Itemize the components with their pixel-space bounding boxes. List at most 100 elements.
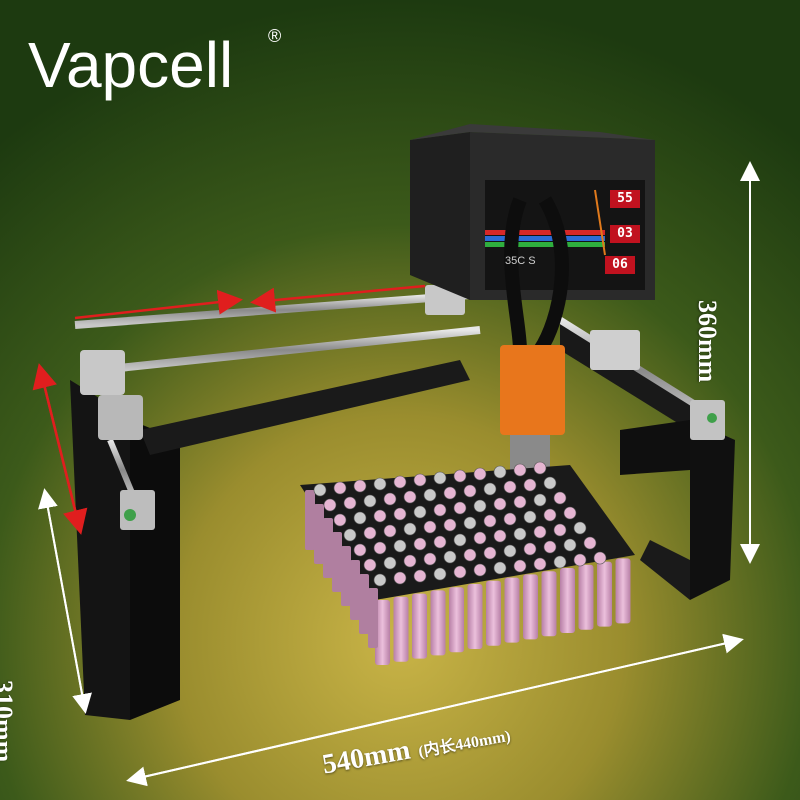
battery-pack xyxy=(300,461,635,665)
battery-cell xyxy=(368,588,378,648)
cell-top xyxy=(373,573,387,587)
cell-top xyxy=(473,467,487,481)
logo-text: Vapcell xyxy=(28,29,233,101)
battery-cell xyxy=(359,574,369,634)
cell-top xyxy=(513,495,527,509)
cell-top xyxy=(393,507,407,521)
cell-top xyxy=(343,496,357,510)
cell-top xyxy=(513,559,527,573)
battery-cell xyxy=(597,561,612,627)
cell-top xyxy=(543,540,557,554)
cell-top xyxy=(383,556,397,570)
dimension-arrows xyxy=(32,161,760,787)
cell-top xyxy=(553,523,567,537)
battery-cell xyxy=(323,518,333,578)
cell-top xyxy=(433,471,447,485)
cell-top xyxy=(463,548,477,562)
cell-top xyxy=(473,499,487,513)
cell-top xyxy=(493,465,507,479)
cell-top xyxy=(563,538,577,552)
cell-top xyxy=(393,475,407,489)
cell-top xyxy=(373,477,387,491)
cell-top xyxy=(373,541,387,555)
cell-top xyxy=(573,553,587,567)
display-readout-1: 55 xyxy=(610,190,640,208)
battery-cell xyxy=(523,574,538,640)
red-arrow-up xyxy=(32,363,82,531)
battery-cell xyxy=(412,593,427,659)
cell-top xyxy=(393,571,407,585)
cell-top xyxy=(533,461,547,475)
cell-top xyxy=(523,542,537,556)
battery-cell xyxy=(449,587,464,653)
cell-top xyxy=(363,558,377,572)
cell-top xyxy=(553,555,567,569)
battery-cell xyxy=(375,600,390,665)
cell-top xyxy=(383,492,397,506)
cell-top xyxy=(433,535,447,549)
cell-top xyxy=(443,518,457,532)
cell-top xyxy=(563,506,577,520)
vapcell-logo: Vapcell ® xyxy=(28,26,281,101)
cell-top xyxy=(463,484,477,498)
cell-top xyxy=(463,516,477,530)
cell-top xyxy=(493,497,507,511)
battery-cell xyxy=(467,584,483,649)
cell-top xyxy=(483,514,497,528)
cell-top xyxy=(423,520,437,534)
battery-cell xyxy=(350,560,360,620)
depth-arrow-up xyxy=(38,488,86,711)
display-readout-2: 03 xyxy=(610,225,640,243)
cell-top xyxy=(343,528,357,542)
cell-top xyxy=(333,481,347,495)
battery-cell xyxy=(504,577,520,643)
cell-top xyxy=(373,509,387,523)
battery-cell xyxy=(430,590,446,656)
depth-label: 310mm xyxy=(0,680,18,763)
battery-cell xyxy=(615,558,631,624)
cell-top xyxy=(453,565,467,579)
battery-cell xyxy=(314,504,324,564)
cell-top xyxy=(553,491,567,505)
cell-top xyxy=(543,476,557,490)
cell-top xyxy=(473,563,487,577)
cell-top xyxy=(413,505,427,519)
cell-top xyxy=(363,526,377,540)
cell-top xyxy=(363,494,377,508)
cell-top xyxy=(533,525,547,539)
cell-top xyxy=(423,552,437,566)
cell-top xyxy=(443,486,457,500)
battery-cell xyxy=(305,490,315,550)
model-label: 35C S xyxy=(505,255,536,267)
cell-top xyxy=(353,543,367,557)
cell-top xyxy=(433,503,447,517)
red-arrow-left xyxy=(250,284,426,313)
cell-top xyxy=(383,524,397,538)
cell-top xyxy=(533,493,547,507)
cell-top xyxy=(543,508,557,522)
battery-cell xyxy=(578,564,594,630)
cell-top xyxy=(453,501,467,515)
cell-top xyxy=(453,533,467,547)
battery-cell xyxy=(541,571,557,637)
display-readout-3: 06 xyxy=(605,256,635,274)
battery-cell xyxy=(486,580,501,646)
cell-top xyxy=(503,544,517,558)
cell-top xyxy=(503,480,517,494)
red-arrow-right xyxy=(74,289,243,320)
cell-top xyxy=(533,557,547,571)
cell-top xyxy=(513,527,527,541)
cell-top xyxy=(393,539,407,553)
cell-top xyxy=(403,554,417,568)
cell-top xyxy=(353,479,367,493)
cell-top xyxy=(323,498,337,512)
cell-top xyxy=(443,550,457,564)
cell-top xyxy=(573,521,587,535)
battery-cell xyxy=(560,568,575,633)
cell-top xyxy=(493,561,507,575)
cell-top xyxy=(503,512,517,526)
cell-top xyxy=(593,551,607,565)
cell-top xyxy=(513,463,527,477)
cell-top xyxy=(313,483,327,497)
